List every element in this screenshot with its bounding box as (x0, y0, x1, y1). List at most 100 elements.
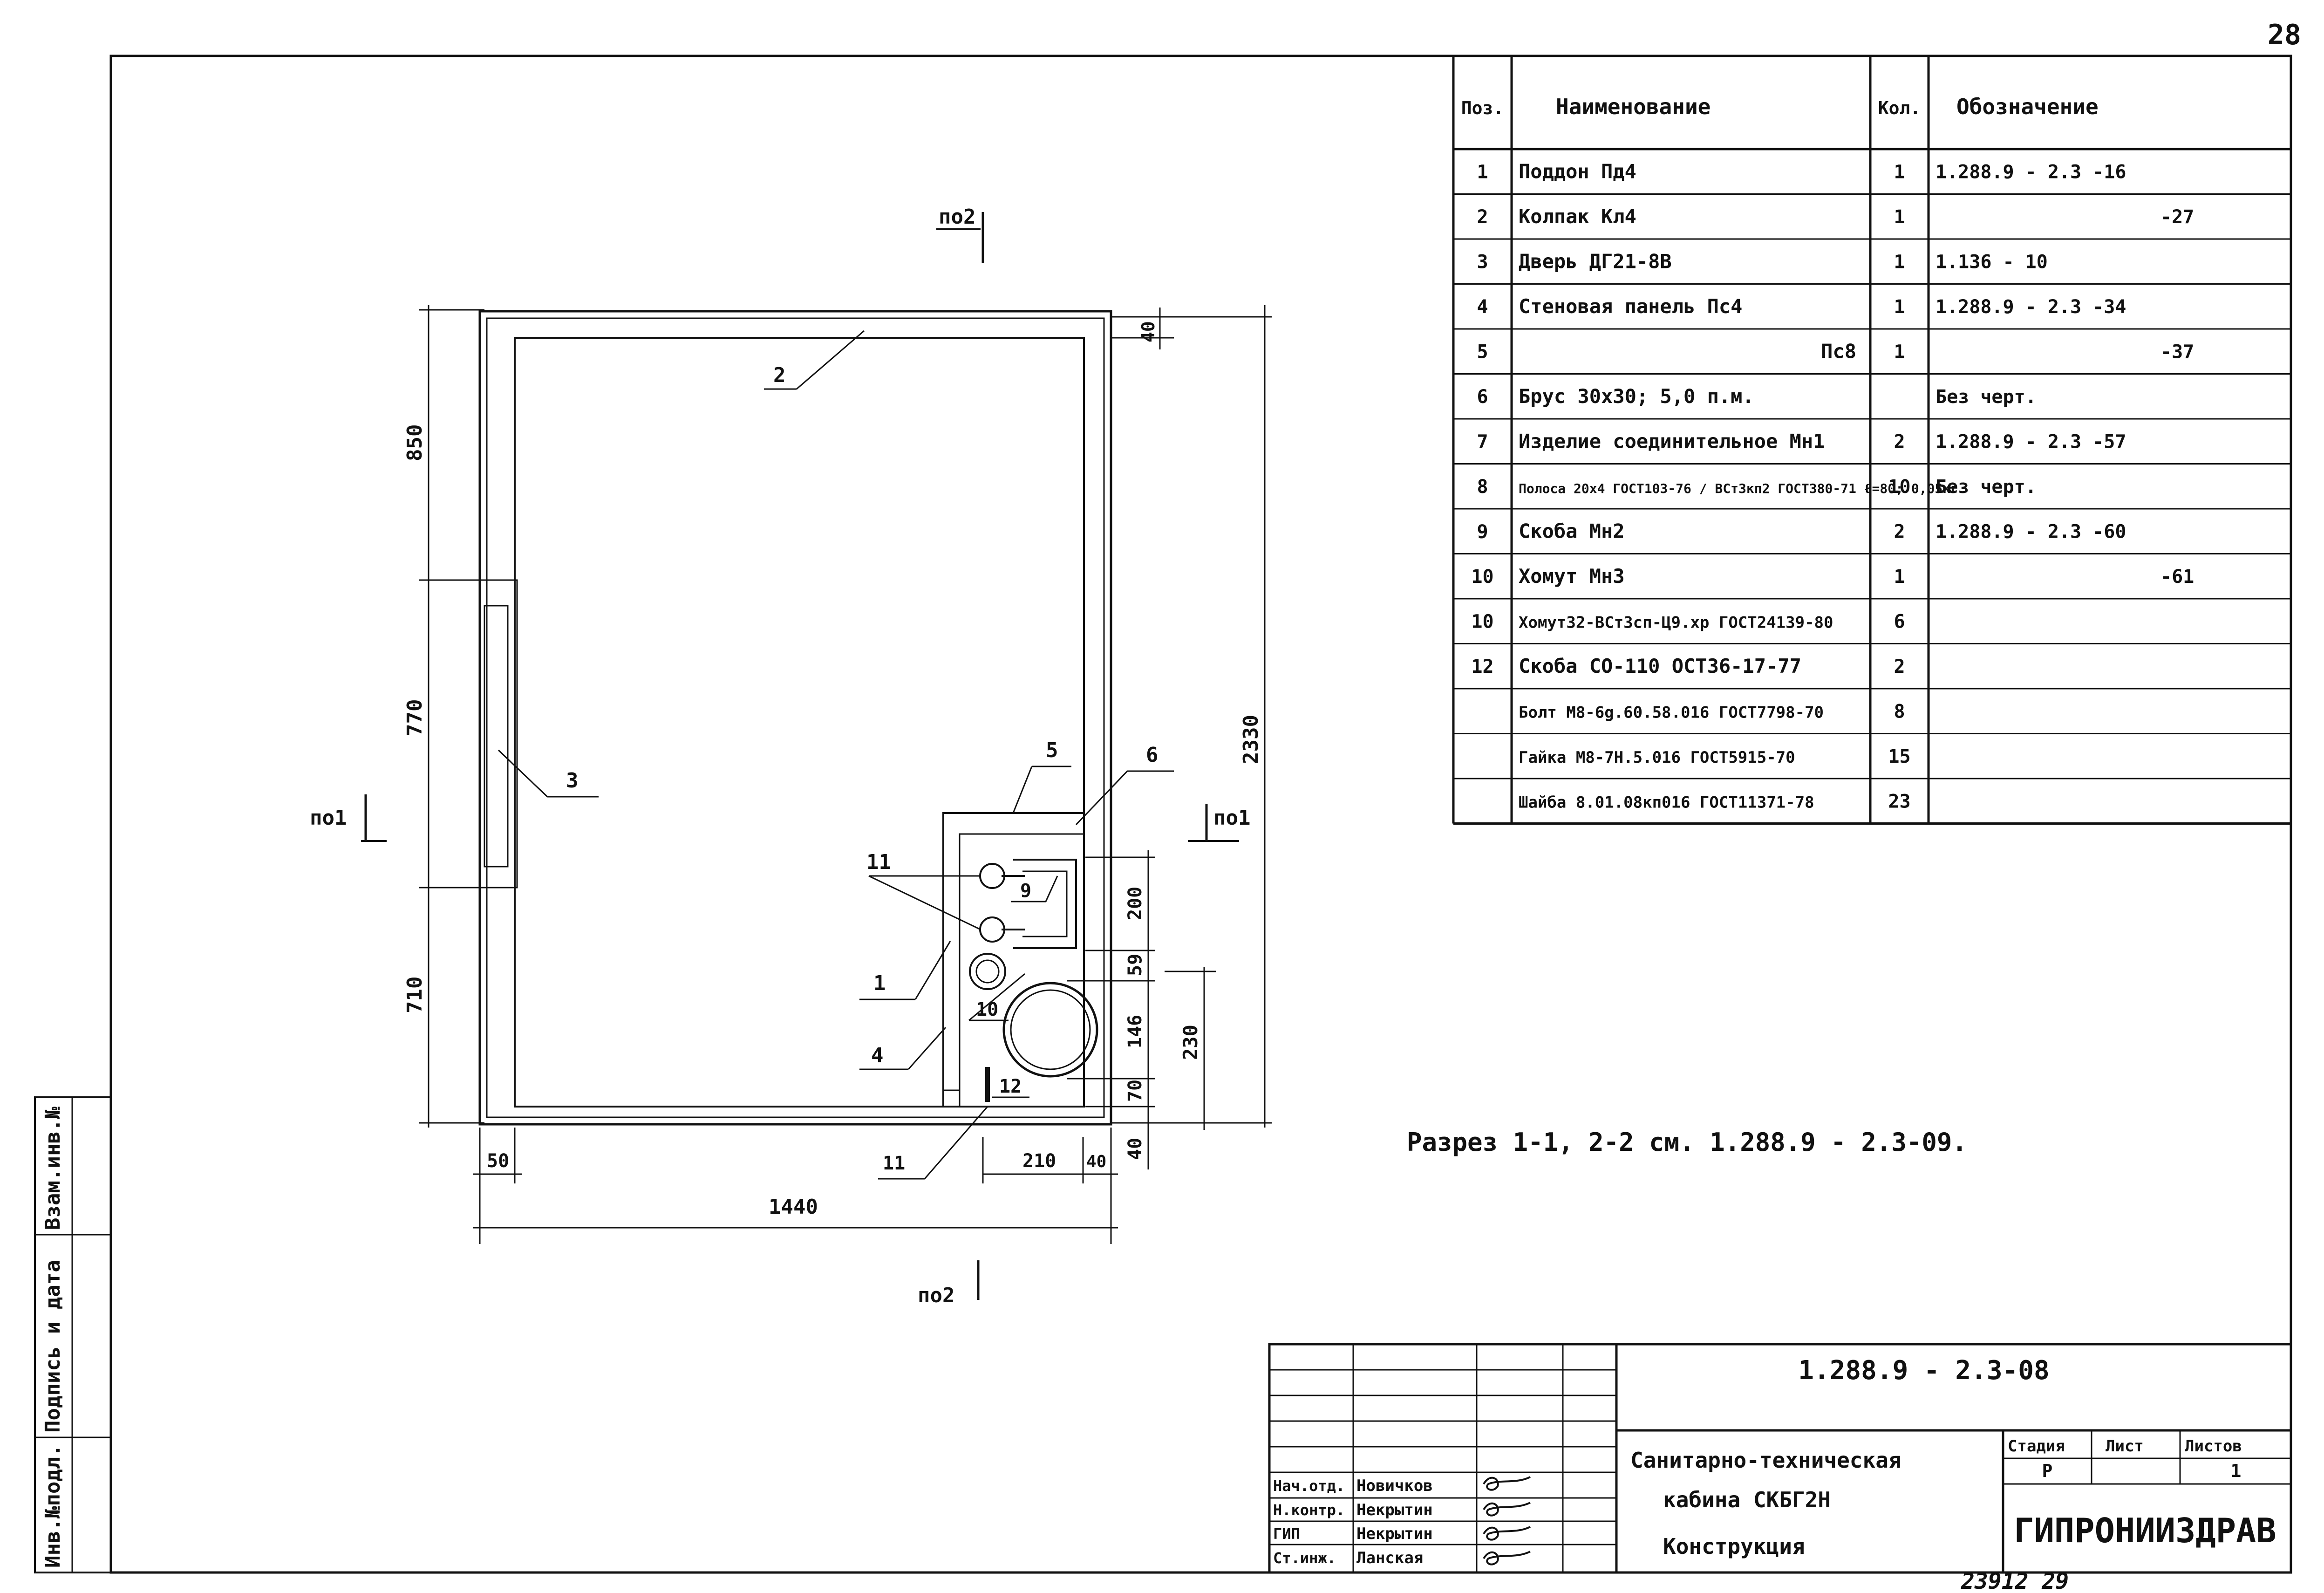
spec-header-name: Наименование (1556, 94, 1711, 119)
spec-cell-name: Хомут Мн3 (1519, 565, 1625, 588)
spec-cell-designation: -61 (2160, 566, 2194, 588)
section-marks: по2 по2 по1 по1 (310, 205, 1250, 1307)
archive-number: 23912 29 (1961, 1568, 2069, 1593)
spec-cell-name: Скоба Мн2 (1519, 520, 1625, 543)
dim-40-right: 40 (1125, 1138, 1146, 1160)
spec-cell-name: Изделие соединительное Мн1 (1519, 430, 1825, 453)
sheets-value: 1 (2231, 1461, 2242, 1481)
spec-cell-designation: 1.288.9 - 2.3 -57 (1936, 431, 2126, 453)
spec-header-pos: Поз. (1461, 98, 1504, 118)
signer-role-2: Н.контр. (1273, 1501, 1345, 1519)
callout-5: 5 (1046, 738, 1058, 762)
spec-cell-name: Хомут32-ВСт3сп-Ц9.хр ГОСТ24139-80 (1519, 614, 1833, 632)
callout-10: 10 (976, 999, 998, 1020)
sheets-label: Листов (2185, 1437, 2242, 1456)
dim-bottom-210: 210 (1022, 1150, 1056, 1172)
signatures (1483, 1476, 1531, 1566)
pipe-clip (979, 916, 1005, 943)
spec-cell-qty: 1 (1894, 296, 1905, 318)
dim-230: 230 (1179, 1025, 1202, 1060)
organization-name: ГИПРОНИИЗДРАВ (2014, 1511, 2276, 1550)
dim-146: 146 (1125, 1015, 1146, 1048)
spec-cell-designation: 1.136 - 10 (1936, 252, 2048, 273)
spec-cell-name: Полоса 20х4 ГОСТ103-76 / ВСт3кп2 ГОСТ380… (1519, 481, 1958, 496)
spec-cell-designation: -27 (2160, 206, 2194, 228)
spec-cell-name: Дверь ДГ21-8В (1519, 250, 1672, 273)
spec-cell-designation: 1.288.9 - 2.3 -34 (1936, 296, 2126, 318)
callout-12: 12 (999, 1076, 1022, 1097)
dim-59: 59 (1125, 954, 1146, 976)
signer-name-2: Некрытин (1356, 1501, 1433, 1519)
pipe-clip (979, 863, 1005, 889)
spec-cell-qty: 8 (1894, 701, 1905, 723)
sheet-label: Лист (2106, 1437, 2144, 1456)
spec-cell-pos: 1 (1477, 162, 1488, 183)
signer-role-1: Нач.отд. (1273, 1477, 1345, 1495)
signer-role-3: ГИП (1273, 1525, 1300, 1543)
callout-2: 2 (773, 363, 786, 387)
section-mark-left: по1 (310, 806, 347, 830)
dim-bottom-50: 50 (487, 1150, 509, 1172)
spec-cell-qty: 1 (1894, 566, 1905, 588)
spec-cell-qty: 10 (1888, 476, 1910, 498)
spec-cell-pos: 8 (1477, 476, 1488, 498)
callout-1: 1 (873, 971, 886, 995)
spec-cell-qty: 15 (1888, 746, 1910, 767)
dim-right-total: 2330 (1239, 715, 1263, 764)
section-mark-top: по2 (939, 205, 975, 229)
dimensions: 850 770 710 2330 40 200 59 146 70 40 230… (403, 305, 1272, 1244)
dim-left-top: 850 (403, 424, 427, 461)
spec-cell-pos: 4 (1477, 296, 1488, 318)
callout-3: 3 (566, 769, 579, 793)
spec-cell-pos: 5 (1477, 342, 1488, 363)
sewer-pipe (1002, 982, 1098, 1078)
title-block: Нач.отд. Новичков Н.контр. Некрытин ГИП … (1268, 1343, 2292, 1574)
dim-right-top: 40 (1138, 321, 1159, 342)
spec-cell-qty: 1 (1894, 342, 1905, 363)
spec-header-qty: Кол. (1878, 98, 1921, 118)
spec-cell-pos: 3 (1477, 252, 1488, 273)
spec-cell-name: Шайба 8.01.08кп016 ГОСТ11371-78 (1519, 793, 1814, 812)
dim-bottom-total: 1440 (769, 1195, 818, 1219)
spec-cell-qty: 1 (1894, 206, 1905, 228)
spec-cell-designation: 1.288.9 - 2.3 -60 (1936, 521, 2126, 543)
cabin-plan (478, 310, 1112, 1126)
door-outline (479, 579, 518, 889)
section-mark-right: по1 (1213, 806, 1250, 830)
spec-cell-pos: 10 (1471, 611, 1493, 633)
spec-cell-designation: Без черт. (1936, 386, 2037, 408)
tray-module (942, 812, 1085, 1108)
spec-cell-qty: 2 (1894, 521, 1905, 543)
signer-name-3: Некрытин (1356, 1525, 1433, 1543)
spec-cell-name: Скоба СО-110 ОСТ36-17-77 (1519, 655, 1801, 677)
spec-cell-pos: 6 (1477, 386, 1488, 408)
spec-cell-name: Брус 30х30; 5,0 п.м. (1519, 385, 1754, 408)
spec-cell-name: Стеновая панель Пс4 (1519, 295, 1742, 318)
dim-70: 70 (1125, 1080, 1146, 1102)
callouts: 2 3 5 6 11 9 1 10 4 12 11 (498, 330, 1174, 1180)
spec-cell-name: Пс8 (1821, 340, 1856, 363)
spec-cell-name: Гайка М8-7Н.5.016 ГОСТ5915-70 (1519, 748, 1795, 767)
callout-11-bottom: 11 (883, 1153, 905, 1174)
dim-bottom-40: 40 (1086, 1152, 1106, 1171)
small-pipe (969, 953, 1006, 990)
spec-cell-name: Поддон Пд4 (1519, 160, 1636, 183)
sheet-number: 28 (2268, 19, 2301, 51)
spec-cell-pos: 2 (1477, 206, 1488, 228)
spec-cell-qty: 6 (1894, 611, 1905, 633)
signer-role-4: Ст.инж. (1273, 1549, 1336, 1567)
spec-cell-designation: -37 (2160, 342, 2194, 363)
spec-cell-pos: 12 (1471, 656, 1493, 677)
signer-name-1: Новичков (1356, 1477, 1433, 1495)
spec-cell-pos: 10 (1471, 566, 1493, 588)
title-line-1: Санитарно-техническая (1630, 1448, 1901, 1473)
side-stamp-inv-podl: Инв.№подл. (41, 1444, 65, 1568)
skoba-12 (985, 1067, 990, 1102)
dim-200: 200 (1125, 887, 1146, 920)
title-line-2: кабина СКБГ2Н (1663, 1487, 1831, 1512)
callout-9: 9 (1020, 880, 1031, 902)
spec-cell-designation: Без черт. (1936, 476, 2037, 498)
side-stamp-signature-date: Подпись и дата (41, 1260, 65, 1433)
callout-11-top: 11 (866, 850, 891, 874)
